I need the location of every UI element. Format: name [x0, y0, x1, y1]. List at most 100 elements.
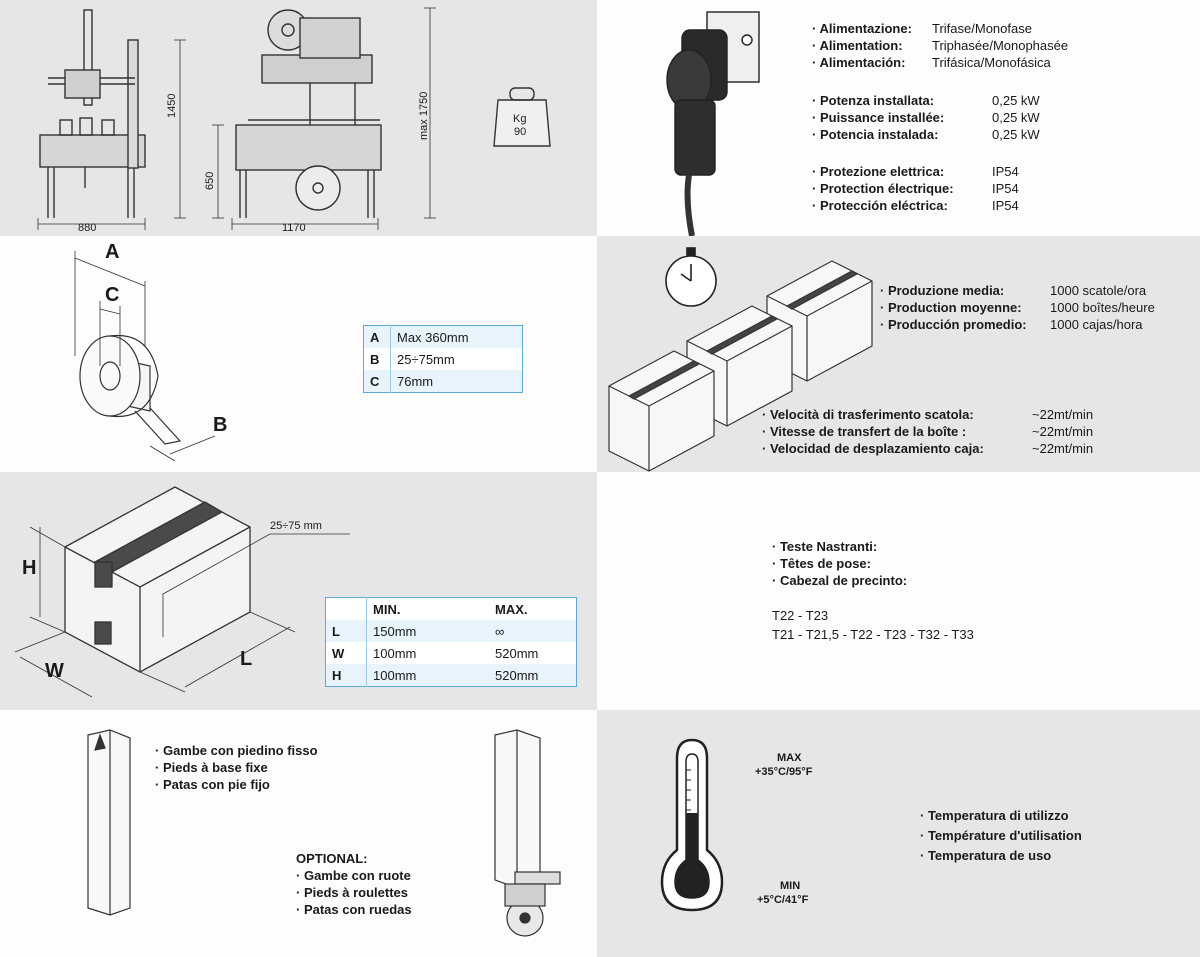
- weight-icon: [493, 87, 551, 147]
- machine-drawing: [37, 7, 551, 230]
- boxes-icon: [608, 260, 873, 472]
- tape-roll-drawing: [74, 251, 216, 462]
- box-drawing: [14, 486, 350, 698]
- tape-key: B: [363, 348, 391, 370]
- heads-line-2: T21 - T21,5 - T22 - T23 - T32 - T33: [772, 627, 974, 642]
- value: 0,25 kW: [992, 93, 1040, 108]
- power-installed-block: Potenza installata:0,25 kW Puissance ins…: [812, 92, 1040, 143]
- tape-label-b: B: [213, 414, 228, 436]
- temperature-label: Température d'utilisation: [920, 826, 1082, 846]
- fixed-leg-icon: [87, 729, 131, 916]
- power-plug-drawing: [666, 11, 760, 236]
- heads-title: Cabezal de precinto:: [772, 572, 907, 589]
- value: 0,25 kW: [992, 110, 1040, 125]
- power-protection-block: Protezione elettrica:IP54 Protection éle…: [812, 163, 1019, 214]
- production-rate-block: Produzione media:1000 scatole/ora Produc…: [880, 282, 1155, 333]
- label: Producción promedio:: [880, 316, 1050, 333]
- box-dimensions-panel: H W L 25÷75 mm MIN. MAX. L 150mm ∞ W 100…: [0, 472, 597, 710]
- value: Trifásica/Monofásica: [932, 55, 1051, 70]
- dim-table: 650: [204, 171, 216, 190]
- temp-min-value: +5°C/41°F: [757, 894, 809, 906]
- tape-spec-table: A Max 360mm B 25÷75mm C 76mm: [363, 325, 523, 393]
- dim-length: 1170: [282, 222, 306, 234]
- dim-max-height: max 1750: [418, 91, 430, 140]
- tape-value: 76mm: [397, 373, 434, 389]
- plug-icon: [666, 11, 760, 236]
- fixed-legs-list: Gambe con piedino fisso Pieds à base fix…: [155, 742, 318, 793]
- value: 1000 boîtes/heure: [1050, 300, 1155, 315]
- temp-max-label: MAX: [777, 752, 802, 764]
- stopwatch-icon: [665, 247, 717, 307]
- label: Potencia instalada:: [812, 126, 992, 143]
- tape-key: A: [363, 325, 391, 348]
- tape-label-a: A: [105, 241, 120, 263]
- box-label-h: H: [22, 557, 37, 579]
- temperature-labels: Temperatura di utilizzo Température d'ut…: [920, 806, 1082, 866]
- tape-value: 25÷75mm: [397, 351, 455, 367]
- thermometer-drawing: [660, 738, 724, 912]
- corner-cell: [325, 597, 367, 620]
- box-tape-width: 25÷75 mm: [270, 520, 322, 532]
- production-panel: Produzione media:1000 scatole/ora Produc…: [597, 236, 1200, 472]
- label: Alimentación:: [812, 54, 932, 71]
- legs-drawing: [87, 729, 561, 937]
- box-max: 520mm: [495, 667, 539, 683]
- optional-title: OPTIONAL:: [296, 851, 368, 866]
- fixed-leg-item: Patas con pie fijo: [155, 776, 318, 793]
- temperature-label: Temperatura de uso: [920, 846, 1082, 866]
- production-speed-block: Velocità di trasferimento scatola:~22mt/…: [762, 406, 1093, 457]
- thermometer-icon: [660, 738, 724, 912]
- value: Triphasée/Monophasée: [932, 38, 1069, 53]
- heads-title: Teste Nastranti:: [772, 538, 907, 555]
- label: Velocità di trasferimento scatola:: [762, 406, 1032, 423]
- heads-line-1: T22 - T23: [772, 608, 829, 623]
- label: Alimentation:: [812, 37, 932, 54]
- temperature-label: Temperatura di utilizzo: [920, 806, 1082, 826]
- label: Vitesse de transfert de la boîte :: [762, 423, 1032, 440]
- label: Protección eléctrica:: [812, 197, 992, 214]
- label: Production moyenne:: [880, 299, 1050, 316]
- tape-panel: A C B A Max 360mm B 25÷75mm C 76mm: [0, 236, 597, 472]
- header-min: MIN.: [373, 601, 401, 617]
- fixed-leg-item: Gambe con piedino fisso: [155, 742, 318, 759]
- label: Protection électrique:: [812, 180, 992, 197]
- heads-titles: Teste Nastranti: Têtes de pose: Cabezal …: [772, 538, 907, 589]
- box-min: 100mm: [373, 645, 417, 661]
- label: Puissance installée:: [812, 109, 992, 126]
- temp-min-label: MIN: [780, 880, 801, 892]
- wheeled-leg-icon: [494, 729, 561, 937]
- box-key: H: [325, 664, 367, 687]
- weight-unit: Kg: [513, 113, 527, 125]
- machine-dimensions-panel: 880 1170 1450 650 max 1750 Kg 90: [0, 0, 597, 236]
- label: Alimentazione:: [812, 20, 932, 37]
- temp-max-value: +35°C/95°F: [755, 766, 813, 778]
- dim-height: 1450: [166, 93, 178, 118]
- tape-label-c: C: [105, 284, 120, 306]
- value: 0,25 kW: [992, 127, 1040, 142]
- label: Protezione elettrica:: [812, 163, 992, 180]
- tape-value: Max 360mm: [397, 329, 469, 345]
- tape-roll-icon: [79, 334, 182, 445]
- power-supply-block: Alimentazione:Trifase/Monofase Alimentat…: [812, 20, 1068, 71]
- value: 1000 scatole/ora: [1050, 283, 1147, 298]
- box-spec-table: MIN. MAX. L 150mm ∞ W 100mm 520mm H 100m…: [325, 597, 577, 687]
- box-label-l: L: [240, 648, 253, 670]
- box-max: 520mm: [495, 645, 539, 661]
- legs-panel: Gambe con piedino fisso Pieds à base fix…: [0, 710, 597, 957]
- value: Trifase/Monofase: [932, 21, 1032, 36]
- value: ~22mt/min: [1032, 424, 1094, 439]
- box-key: L: [325, 620, 367, 642]
- label: Potenza installata:: [812, 92, 992, 109]
- temperature-panel: MAX +35°C/95°F MIN +5°C/41°F Temperatura…: [597, 710, 1200, 957]
- label: Produzione media:: [880, 282, 1050, 299]
- header-max: MAX.: [495, 601, 528, 617]
- value: ~22mt/min: [1032, 407, 1094, 422]
- value: 1000 cajas/hora: [1050, 317, 1143, 332]
- value: IP54: [992, 164, 1019, 179]
- optional-leg-item: Gambe con ruote: [296, 867, 412, 884]
- box-label-w: W: [45, 660, 64, 682]
- label: Velocidad de desplazamiento caja:: [762, 440, 1032, 457]
- fixed-leg-item: Pieds à base fixe: [155, 759, 318, 776]
- value: IP54: [992, 198, 1019, 213]
- optional-legs-list: Gambe con ruote Pieds à roulettes Patas …: [296, 867, 412, 918]
